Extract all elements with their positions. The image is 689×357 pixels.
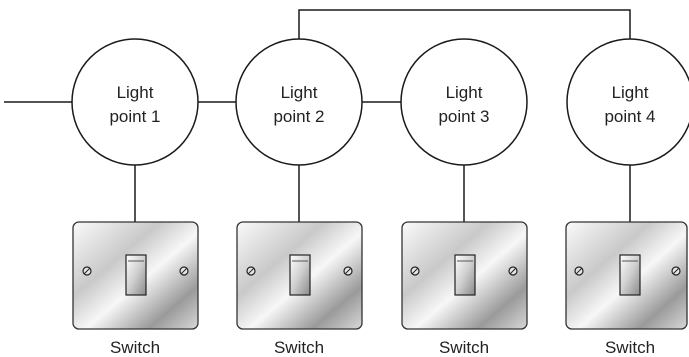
light-point-4-line2: point 4 bbox=[604, 107, 655, 126]
wire-lp2-lp4-top bbox=[298, 9, 631, 39]
light-point-3-line2: point 3 bbox=[438, 107, 489, 126]
light-point-3-line1: Light bbox=[446, 83, 483, 102]
light-point-2: Light point 2 bbox=[235, 38, 363, 166]
screw-icon bbox=[179, 266, 189, 276]
screw-icon bbox=[410, 266, 420, 276]
screw-icon bbox=[671, 266, 681, 276]
screw-icon bbox=[82, 266, 92, 276]
light-point-2-line2: point 2 bbox=[273, 107, 324, 126]
switch-4-label: Switch bbox=[605, 338, 655, 357]
rocker-icon bbox=[125, 254, 147, 296]
screw-icon bbox=[574, 266, 584, 276]
screw-icon bbox=[508, 266, 518, 276]
light-point-2-line1: Light bbox=[281, 83, 318, 102]
light-point-1-line2: point 1 bbox=[109, 107, 160, 126]
light-point-3: Light point 3 bbox=[400, 38, 528, 166]
screw-icon bbox=[246, 266, 256, 276]
screw-icon bbox=[343, 266, 353, 276]
rocker-icon bbox=[454, 254, 476, 296]
rocker-icon bbox=[289, 254, 311, 296]
switch-1: Switch bbox=[72, 221, 199, 357]
wires bbox=[4, 9, 631, 222]
rocker-icon bbox=[619, 254, 641, 296]
switch-2-label: Switch bbox=[274, 338, 324, 357]
light-point-1: Light point 1 bbox=[71, 38, 199, 166]
switch-2: Switch bbox=[236, 221, 363, 357]
light-point-4-line1: Light bbox=[612, 83, 649, 102]
switch-3: Switch bbox=[401, 221, 528, 357]
light-point-1-line1: Light bbox=[117, 83, 154, 102]
switch-1-label: Switch bbox=[110, 338, 160, 357]
light-point-4: Light point 4 bbox=[566, 38, 689, 166]
switch-3-label: Switch bbox=[439, 338, 489, 357]
switch-4: Switch bbox=[565, 221, 688, 357]
